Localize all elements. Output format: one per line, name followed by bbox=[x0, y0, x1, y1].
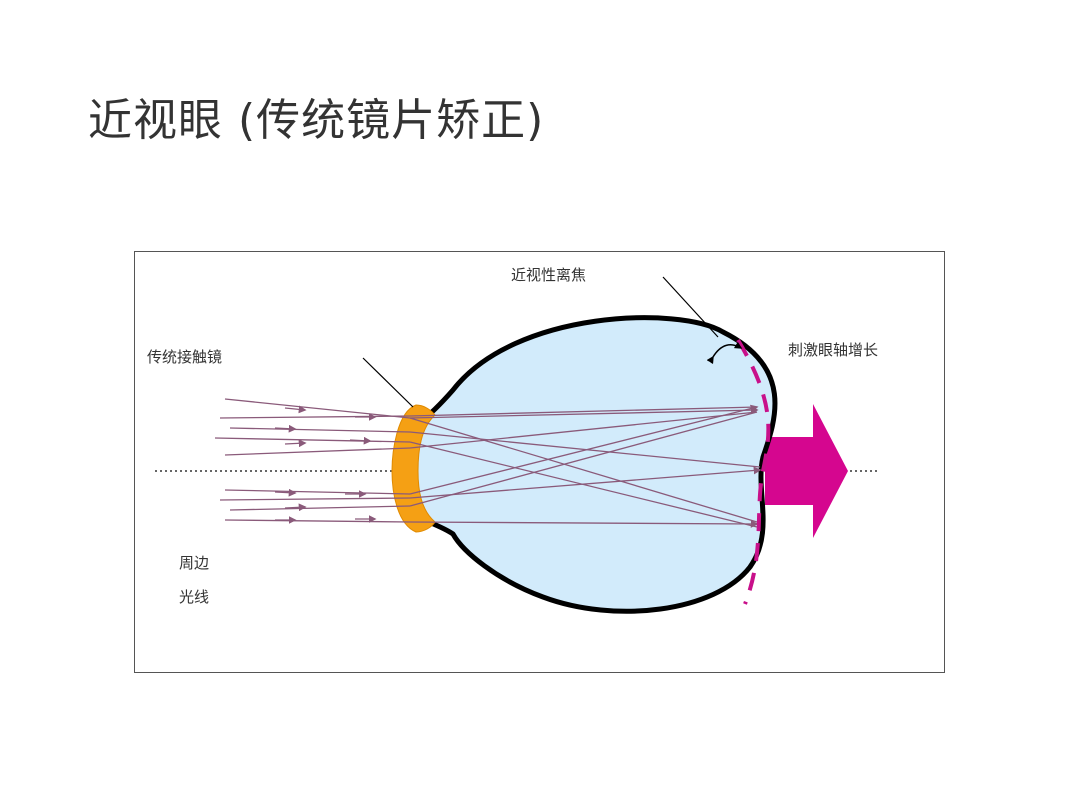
peripheral-label-line2: 光线 bbox=[179, 588, 210, 606]
axial-growth-label: 刺激眼轴增长 bbox=[788, 341, 879, 359]
peripheral-retina-dashed bbox=[736, 338, 771, 605]
eye-diagram: 近视性离焦 传统接触镜 刺激眼轴增长 周边 光线 bbox=[134, 251, 945, 673]
eyeball bbox=[405, 315, 778, 614]
myopic-defocus-label: 近视性离焦 bbox=[511, 266, 587, 284]
axial-growth-arrow bbox=[765, 404, 848, 538]
defocus-indicator-arrow bbox=[706, 341, 743, 365]
slide-title: 近视眼 (传统镜片矫正) bbox=[88, 95, 545, 146]
diagram-canvas bbox=[155, 276, 877, 614]
defocus-leader bbox=[662, 276, 719, 338]
contact-lens-label: 传统接触镜 bbox=[147, 348, 223, 366]
lens-leader bbox=[362, 357, 414, 408]
light-rays bbox=[214, 398, 762, 528]
peripheral-label-line1: 周边 bbox=[179, 554, 210, 572]
